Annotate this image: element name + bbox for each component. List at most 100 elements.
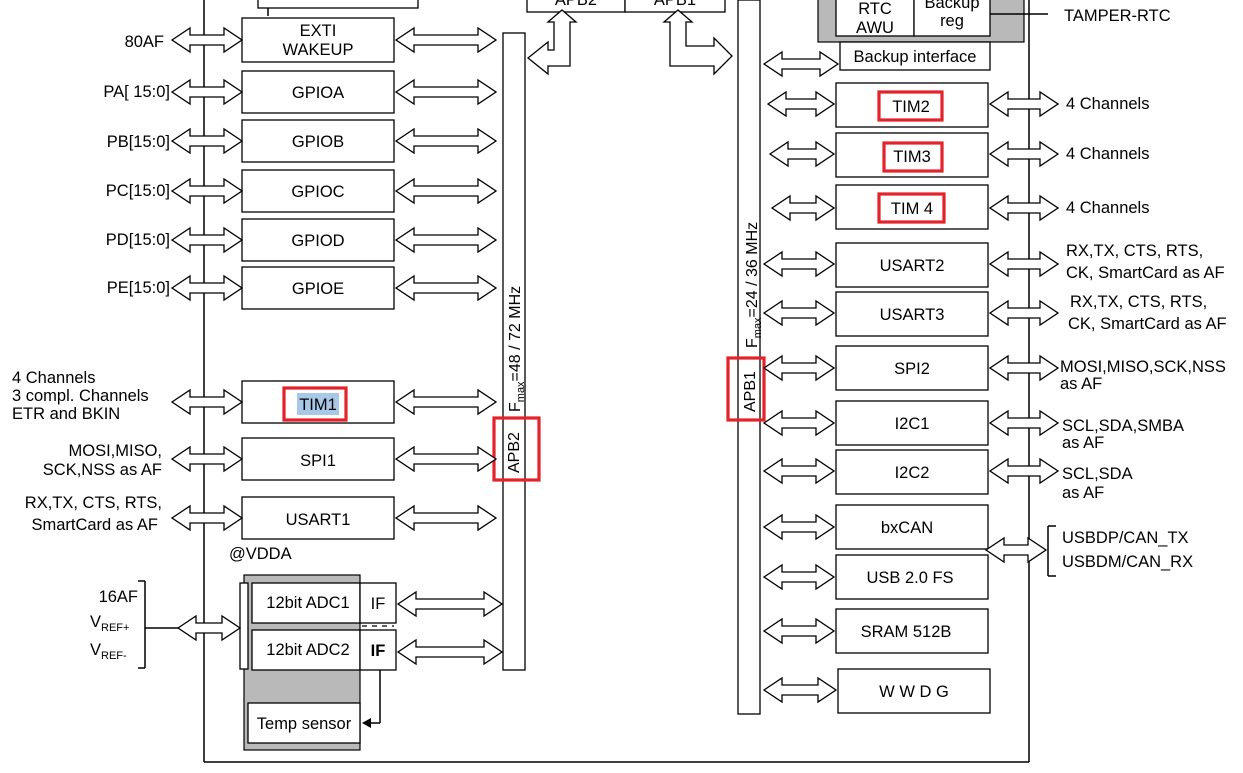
arrow-apb1-backup — [762, 50, 840, 78]
apb2-peripherals: EXTI WAKEUP GPIOA GPIOB GPIOC GPIOD GPIO… — [229, 17, 397, 751]
signal-usart1-1: RX,TX, CTS, RTS, — [25, 494, 162, 512]
signal-tim1-2: 3 compl. Channels — [12, 387, 149, 405]
arrow-ext-usart2 — [988, 250, 1060, 278]
tim2-label: TIM2 — [892, 98, 930, 116]
arrow-apb1-tim3 — [768, 140, 836, 168]
i2c2-block — [835, 449, 989, 495]
arrow-apb2-gpioe — [394, 274, 498, 302]
arrow-apb1-usart3 — [762, 299, 836, 327]
bxcan-block — [835, 504, 989, 550]
gpiod-block — [241, 218, 395, 262]
signal-tim1-3: ETR and BKIN — [12, 405, 120, 423]
arrow-ext-tim2 — [988, 90, 1060, 118]
adc2-label: 12bit ADC2 — [266, 641, 349, 659]
adc-left-strip — [239, 582, 249, 670]
top-bridge: APB2 APB1 — [526, 0, 726, 13]
arrow-apb1-bxcan — [762, 513, 836, 541]
arrow-apb1-spi2 — [762, 354, 836, 382]
svg-text:Fmax=24 / 36 MHz: Fmax=24 / 36 MHz — [744, 222, 764, 348]
signal-tim3: 4 Channels — [1066, 145, 1149, 163]
adc1-label: 12bit ADC1 — [266, 594, 349, 612]
signal-pe: PE[15:0] — [107, 279, 170, 297]
bridge1-bent-arrow — [662, 9, 733, 76]
signal-spi2-2: as AF — [1060, 375, 1102, 393]
signal-can-rx: USBDM/CAN_RX — [1062, 553, 1193, 571]
signal-i2c2-1: SCL,SDA — [1062, 465, 1133, 483]
signal-spi1-1: MOSI,MISO, — [68, 442, 162, 460]
signal-usart2-1: RX,TX, CTS, RTS, — [1066, 242, 1203, 260]
arrow-apb1-tim2 — [766, 90, 836, 118]
spi1-label: SPI1 — [300, 452, 336, 470]
arrow-apb1-usart2 — [762, 250, 836, 278]
vdda-label: @VDDA — [229, 545, 292, 563]
arrow-apb2-gpioc — [394, 177, 498, 205]
spi2-block — [835, 345, 989, 391]
exti-label-1: EXTI — [300, 22, 337, 40]
signal-usart1-2: SmartCard as AF — [31, 516, 158, 534]
exti-label-2: WAKEUP — [283, 41, 354, 59]
tim1-highlight — [282, 386, 348, 422]
temp-sensor-label: Temp sensor — [257, 715, 352, 733]
signal-pa: PA[ 15:0] — [103, 83, 170, 101]
signal-exti: 80AF — [125, 33, 164, 51]
gpioe-label: GPIOE — [292, 280, 344, 298]
arrow-ext-exti — [170, 26, 244, 54]
backup-reg-label-2: reg — [940, 12, 964, 30]
arrow-apb1-tim4 — [770, 194, 836, 222]
apb1-frequency: Fmax=24 / 36 MHz — [744, 222, 764, 348]
arrow-ext-gpiod — [170, 226, 244, 254]
signal-i2c1-1: SCL,SDA,SMBA — [1062, 417, 1184, 435]
bridge2-bent-arrow — [526, 9, 578, 76]
signal-vref-plus: VREF+ — [90, 613, 129, 634]
tim3-label: TIM3 — [893, 148, 931, 166]
i2c2-label: I2C2 — [895, 464, 930, 482]
arrow-apb2-adc2 — [396, 638, 504, 666]
arrow-ext-usart1 — [170, 504, 244, 532]
gpioc-label: GPIOC — [291, 183, 344, 201]
arrow-apb2-tim1 — [394, 388, 498, 416]
wwdg-label: W W D G — [879, 683, 949, 701]
apb1-bus-label: APB1 — [742, 371, 759, 412]
arrow-ext-i2c1 — [988, 409, 1060, 437]
tim4-highlight — [877, 192, 946, 224]
arrow-apb2-adc1 — [396, 590, 504, 618]
signal-adc-af: 16AF — [99, 588, 138, 606]
arrow-apb1-wwdg — [762, 676, 838, 704]
signal-pb: PB[15:0] — [107, 133, 170, 151]
signal-tim4: 4 Channels — [1066, 199, 1149, 217]
apb1-highlight — [726, 356, 766, 422]
usb-label: USB 2.0 FS — [866, 569, 953, 587]
backup-interface-label: Backup interface — [854, 48, 977, 66]
sram-block — [835, 608, 989, 654]
apb2-bus-label: APB2 — [506, 432, 523, 473]
gpioa-label: GPIOA — [292, 84, 344, 102]
svg-text:Fmax=48 / 72 MHz: Fmax=48 / 72 MHz — [507, 286, 527, 412]
arrow-ext-gpiob — [170, 127, 244, 155]
gpiob-block — [241, 119, 395, 163]
arrow-ext-tim1 — [170, 388, 244, 416]
tim2-highlight — [877, 90, 944, 122]
rtc-label-2: AWU — [856, 19, 894, 37]
signal-spi1-2: SCK,NSS as AF — [43, 461, 162, 479]
backup-interface-block — [839, 41, 991, 71]
signal-i2c1-2: as AF — [1062, 434, 1104, 452]
if2-block — [359, 629, 397, 671]
usart1-label: USART1 — [286, 511, 351, 529]
usb-block — [835, 554, 989, 600]
bridge-apb2-block — [526, 0, 626, 13]
arrow-apb1-i2c2 — [762, 457, 836, 485]
arrow-ext-i2c2 — [988, 457, 1060, 485]
gpiod-label: GPIOD — [291, 232, 344, 250]
arrow-ext-gpioe — [170, 274, 244, 302]
usart3-label: USART3 — [880, 306, 945, 324]
right-signal-labels: TAMPER-RTC 4 Channels 4 Channels 4 Chann… — [1047, 7, 1227, 577]
exti-block — [241, 17, 395, 63]
i2c1-block — [835, 400, 989, 446]
wwdg-block — [837, 668, 991, 714]
arrow-apb1-usb — [762, 563, 836, 591]
adc1-block — [251, 582, 361, 624]
signal-can-tx: USBDP/CAN_TX — [1062, 529, 1189, 547]
gpiob-label: GPIOB — [292, 133, 344, 151]
